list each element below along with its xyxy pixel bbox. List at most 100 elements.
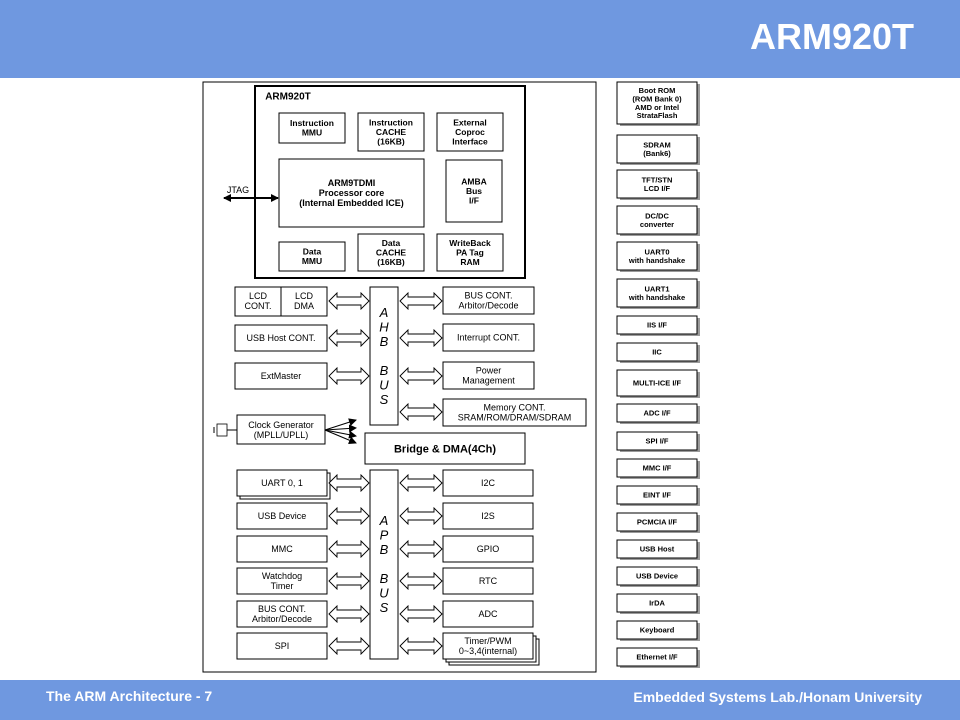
- interrupt-cont-label: Interrupt CONT.: [457, 333, 520, 343]
- lcd-dma: [280, 286, 328, 317]
- apb-right-arrow: [399, 636, 443, 656]
- pin-label-14: PCMCIA I/F: [637, 518, 678, 527]
- jtag-label: JTAG: [227, 185, 249, 195]
- apb-right-2: [442, 502, 534, 530]
- ahb-right-arrow: [399, 402, 443, 422]
- power-management: [442, 361, 535, 390]
- apb-right-2-label: I2S: [481, 511, 495, 521]
- clock-arrow: [324, 418, 357, 431]
- lcd-cont: [234, 286, 282, 317]
- apb-left-arrow: [328, 539, 370, 559]
- title-bar: ARM920T: [0, 0, 960, 78]
- ahb-bus: [369, 286, 399, 426]
- ahb-right-arrow: [399, 328, 443, 348]
- clock-arrow: [324, 424, 357, 433]
- pin-block-18: [616, 620, 698, 640]
- pin-block-14: [616, 512, 698, 532]
- apb-left-2-label: USB Device: [258, 511, 307, 521]
- apb-right-arrow: [399, 571, 443, 591]
- apb-right-3: [442, 535, 534, 563]
- memory-cont-label: Memory CONT.SRAM/ROM/DRAM/SDRAM: [458, 403, 572, 423]
- apb-right-arrow: [399, 473, 443, 493]
- pin-block-4: [616, 205, 698, 235]
- pin-block-13: [616, 485, 698, 505]
- usb-host-cont-label: USB Host CONT.: [246, 333, 315, 343]
- apb-left-arrow: [328, 473, 370, 493]
- data-mmu: [278, 241, 346, 272]
- usb-host-cont: [234, 324, 328, 352]
- apb-left-arrow: [328, 571, 370, 591]
- pin-block-10: [616, 403, 698, 423]
- apb-left-3: [236, 535, 328, 563]
- arm9tdmi-core: [278, 158, 425, 228]
- writeback-ram: [436, 233, 504, 272]
- crystal-icon: [216, 423, 228, 437]
- apb-right-6: [442, 632, 534, 660]
- apb-right-arrow: [399, 539, 443, 559]
- pin-label-8: IIC: [652, 348, 662, 357]
- apb-right-1-label: I2C: [481, 478, 496, 488]
- apb-left-arrow: [328, 636, 370, 656]
- interrupt-cont: [442, 323, 535, 352]
- apb-left-1-label: UART 0, 1: [261, 478, 303, 488]
- apb-left-5: [236, 600, 328, 628]
- ahb-right-arrow: [399, 366, 443, 386]
- pin-block-12: [616, 458, 698, 478]
- pin-label-18: Keyboard: [640, 626, 675, 635]
- apb-right-3-label: GPIO: [477, 544, 500, 554]
- apb-left-1: [236, 469, 328, 497]
- pin-label-17: IrDA: [649, 599, 665, 608]
- ahb-bus-cont: [442, 286, 535, 315]
- apb-right-5-label: ADC: [478, 609, 498, 619]
- pin-block-1: [616, 81, 698, 125]
- extmaster-label: ExtMaster: [261, 371, 302, 381]
- bridge-dma-label: Bridge & DMA(4Ch): [394, 443, 496, 455]
- pin-block-7: [616, 315, 698, 335]
- pin-block-19: [616, 647, 698, 667]
- apb-right-5: [442, 600, 534, 628]
- pin-label-13: EINT I/F: [643, 491, 671, 500]
- apb-right-arrow: [399, 604, 443, 624]
- footer-right: Embedded Systems Lab./Honam University: [633, 689, 922, 705]
- clock-arrow: [324, 429, 357, 439]
- pin-label-16: USB Device: [636, 572, 678, 581]
- footer-bar: The ARM Architecture - 7 Embedded System…: [0, 680, 960, 720]
- pin-label-7: IIS I/F: [647, 321, 667, 330]
- pin-label-9: MULTI-ICE I/F: [633, 379, 682, 388]
- apb-right-4-label: RTC: [479, 576, 498, 586]
- apb-bus: [369, 469, 399, 660]
- external-coproc: [436, 112, 504, 152]
- apb-left-2: [236, 502, 328, 530]
- pin-label-10: ADC I/F: [643, 409, 671, 418]
- apb-left-3-label: MMC: [271, 544, 293, 554]
- pin-block-2: [616, 134, 698, 164]
- extmaster: [234, 362, 328, 390]
- amba-bus-if: [445, 159, 503, 223]
- pin-block-9: [616, 369, 698, 397]
- pin-block-16: [616, 566, 698, 586]
- pin-block-6: [616, 278, 698, 308]
- ahb-bus-cont-label: BUS CONT.Arbitor/Decode: [458, 291, 518, 311]
- ahb-left-arrow: [328, 366, 370, 386]
- pin-block-8: [616, 342, 698, 362]
- ahb-left-arrow: [328, 291, 370, 311]
- instruction-cache: [357, 112, 425, 152]
